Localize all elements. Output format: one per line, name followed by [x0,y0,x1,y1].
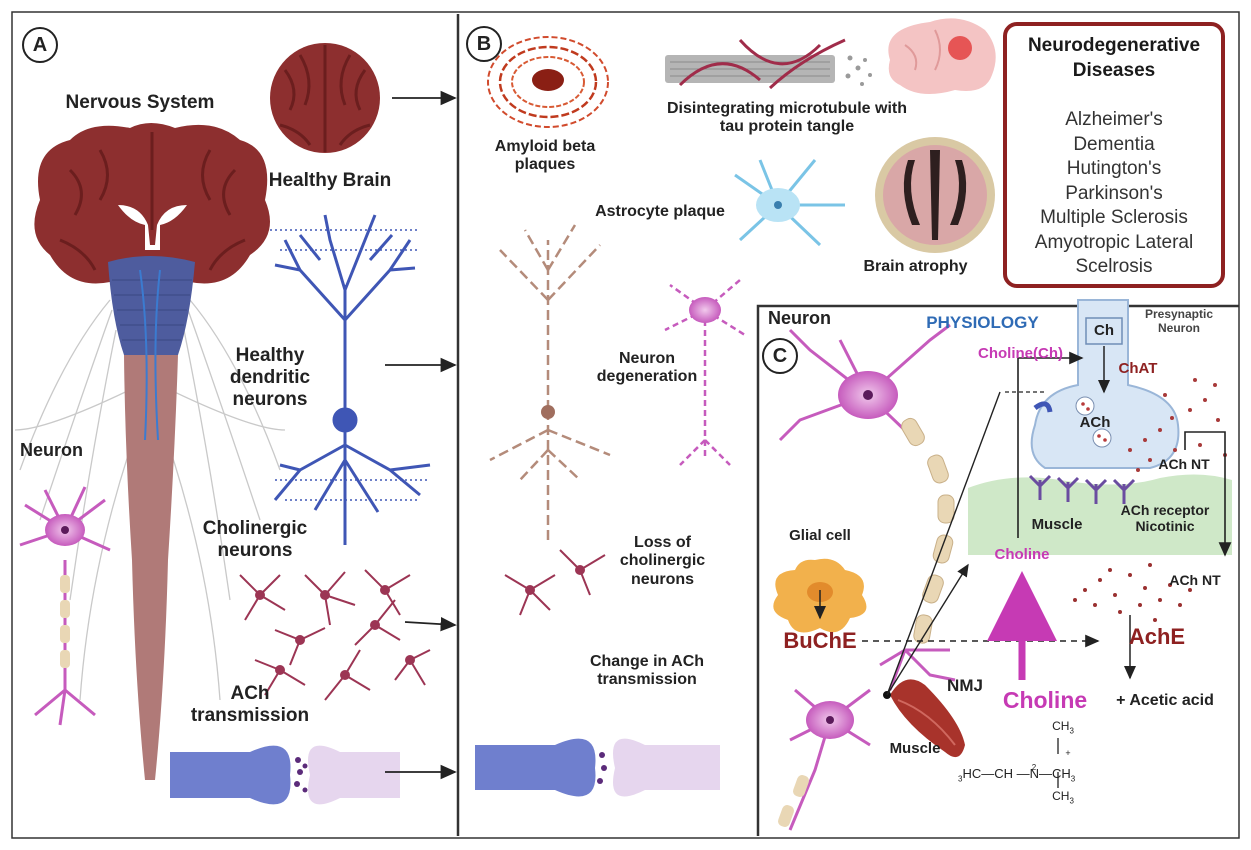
neuron-c-label: Neuron [768,308,831,328]
lost-cholinergic-neurons [504,549,606,616]
muscle-label: Muscle [889,740,941,757]
formula-plus: + [1065,748,1071,758]
formula-subscript: 3 [1070,774,1076,784]
dendritic-neuron-illustration [273,214,431,545]
healthy-brain-illustration [270,43,380,153]
nervous-system-illustration [14,123,286,780]
panel-a-badge: A [22,27,58,63]
presynaptic-label: Presynaptic Neuron [1144,307,1214,335]
inflamed-brain-illustration [888,18,996,94]
acetic-acid-label: + Acetic acid [1116,692,1214,709]
amyloid-label: Amyloid beta plaques [494,138,596,174]
ach-receptor-label: ACh receptor Nicotinic [1120,502,1210,535]
buche-label: BuChE [783,628,857,653]
muscle-illustration [890,679,965,758]
formula-main-row: 3HC—CH —N—CH3 [958,752,1133,784]
ach-transmission-a-label: ACh transmission [190,683,310,726]
microtubule-label: Disintegrating microtubule with tau prot… [666,100,907,136]
panel-c-badge: C [762,338,798,374]
disease-item: Hutington's [1066,158,1162,179]
glial-cell-label: Glial cell [789,527,851,544]
ach-nt-cloud [1073,563,1192,622]
loss-cholinergic-label: Loss of cholinergic neurons [619,534,706,588]
formula-main-text: HC—CH —N—CH [962,765,1071,781]
chat-label: ChAT [1118,360,1158,377]
atrophy-brain-illustration [875,137,995,253]
choline-ch-label: Choline(Ch) [978,345,1063,362]
ach-nt-bracket [1184,431,1232,557]
healthy-brain-label: Healthy Brain [268,170,392,191]
disease-item: Parkinson's [1065,182,1163,204]
ach-nt-bottom-label: ACh NT [1169,572,1221,588]
muscle-receptor-label: Muscle [1031,516,1083,533]
muscle-membrane [968,474,1232,555]
choline-loop-line [1017,351,1084,538]
disease-item: Amyotropic Lateral [1034,231,1194,253]
myelinated-axon [901,417,955,644]
formula-ch3-top: CH3 [1048,719,1078,736]
degenerating-neuron-illustration [489,224,611,540]
ach-label: ACh [1079,414,1111,431]
formula-ch2-sub: 2 [1031,763,1037,772]
formula-ch3-bottom: CH3 [1048,789,1078,806]
physiology-label: PHYSIOLOGY [926,313,1039,332]
synapse-a-illustration [170,745,400,805]
microtubule-illustration [665,38,872,90]
disease-box: Neurodegenerative Diseases Alzheimer's D… [1003,22,1225,288]
arrows-a-to-b [385,90,457,780]
degenerating-pink-neuron [664,279,746,466]
formula-subscript: 3 [958,774,963,784]
ch-label: Ch [1094,322,1114,339]
disease-list: Alzheimer's Dementia Hutington's Parkins… [1007,108,1221,280]
change-ach-label: Change in ACh transmission [589,653,705,689]
choline-big-label: Choline [1002,687,1088,713]
nervous-system-label: Nervous System [65,92,215,113]
astrocyte-illustration [734,159,845,247]
formula-ch-text: CH [1052,719,1070,733]
figure-border [11,11,1240,839]
ach-nt-particles [1128,378,1227,472]
cholinergic-label: Cholinergic neurons [202,518,308,561]
disease-box-title: Neurodegenerative Diseases [1027,35,1201,81]
panel-b-badge: B [466,26,502,62]
disease-item: Multiple Sclerosis [1040,207,1188,228]
healthy-dendritic-label: Healthy dendritic neurons [229,345,311,410]
nmj-label: NMJ [947,676,983,695]
synapse-b-illustration [475,738,720,797]
formula-ch-text: CH [1052,789,1070,803]
choline-mid-label: Choline [994,546,1050,563]
ach-nt-top-label: ACh NT [1158,456,1210,472]
amyloid-plaque-illustration [487,36,609,128]
ach-receptors [1028,474,1136,504]
astrocyte-label: Astrocyte plaque [595,203,725,220]
disease-item: Alzheimer's [1065,109,1163,130]
cholinergic-neurons-illustration [239,569,431,701]
disease-item: Dementia [1073,133,1155,155]
ache-label: AchE [1128,624,1186,649]
brain-atrophy-label: Brain atrophy [863,258,968,275]
disease-item: Scelrosis [1075,256,1153,277]
neuron-a-label: Neuron [20,440,83,460]
neuron-degeneration-label: Neuron degeneration [596,350,698,386]
formula-subscript: 3 [1069,796,1074,806]
formula-subscript: 3 [1069,726,1074,736]
